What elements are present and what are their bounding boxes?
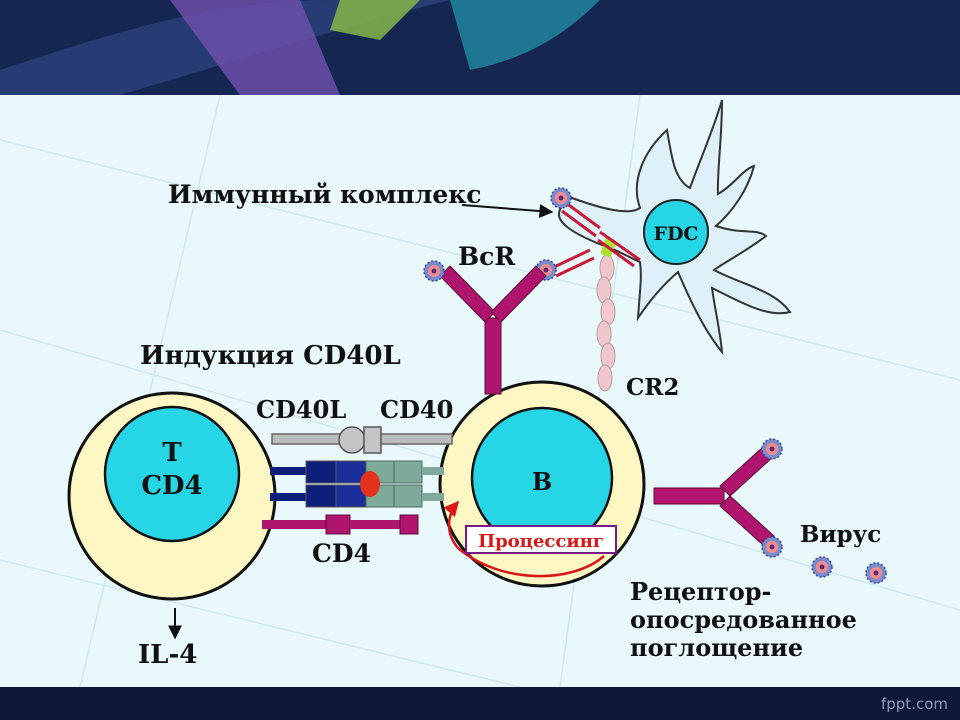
cr2-receptor bbox=[596, 254, 616, 392]
cd4-label: CD4 bbox=[312, 539, 371, 568]
il4-label: IL-4 bbox=[138, 640, 197, 670]
panel-grid-lines bbox=[0, 94, 960, 688]
antigen-bcr-left bbox=[423, 260, 445, 282]
cd40-label: CD40 bbox=[380, 395, 453, 424]
bcr-receptor bbox=[439, 265, 547, 395]
header-background bbox=[0, 0, 960, 95]
cd40l-label: CD40L bbox=[256, 395, 346, 424]
virus-label: Вирус bbox=[800, 521, 881, 548]
t-cell-label-line2: CD4 bbox=[141, 471, 202, 501]
receptor-label-line3: поглощение bbox=[630, 633, 803, 662]
fdc-label: FDC bbox=[653, 223, 698, 245]
processing-arrow bbox=[443, 500, 605, 578]
tcr-mhc-complex bbox=[270, 460, 444, 508]
cd40l-cd40-bridge bbox=[271, 426, 453, 454]
antigen-receptor-bottom bbox=[761, 536, 783, 558]
processing-box bbox=[465, 525, 617, 554]
immune-complex-arrow bbox=[461, 204, 554, 219]
b-cell-label: B bbox=[532, 467, 552, 496]
fdc-nucleus bbox=[643, 199, 709, 265]
cd4-coreceptor bbox=[262, 514, 419, 535]
receptor-label-line2: опосредованное bbox=[630, 605, 857, 634]
immune-complex-antibodies bbox=[551, 201, 641, 278]
antigen-peptide bbox=[360, 471, 380, 497]
t-cell-nucleus bbox=[103, 405, 241, 543]
induction-label: Индукция CD40L bbox=[140, 341, 401, 371]
antigen-immune-complex bbox=[550, 187, 572, 209]
bcr-label: BcR bbox=[458, 242, 515, 271]
virus-free-1 bbox=[811, 556, 833, 578]
receptor-label-line1: Рецептор- bbox=[630, 577, 772, 606]
watermark: fppt.com bbox=[881, 695, 948, 713]
virus-free-2 bbox=[865, 562, 887, 584]
antigen-receptor-top bbox=[761, 438, 783, 460]
t-cell-label-line1: T bbox=[162, 438, 182, 468]
processing-label: Процессинг bbox=[478, 531, 604, 552]
fdc-cell: FDC bbox=[558, 99, 792, 356]
immune-complex-label: Иммунный комплекс bbox=[168, 180, 482, 209]
footer-bar bbox=[0, 687, 960, 720]
cr2-label: CR2 bbox=[626, 374, 679, 401]
virus-receptor bbox=[653, 445, 775, 547]
t-cell: T CD4 bbox=[67, 391, 277, 601]
b-cell: B bbox=[438, 380, 646, 588]
